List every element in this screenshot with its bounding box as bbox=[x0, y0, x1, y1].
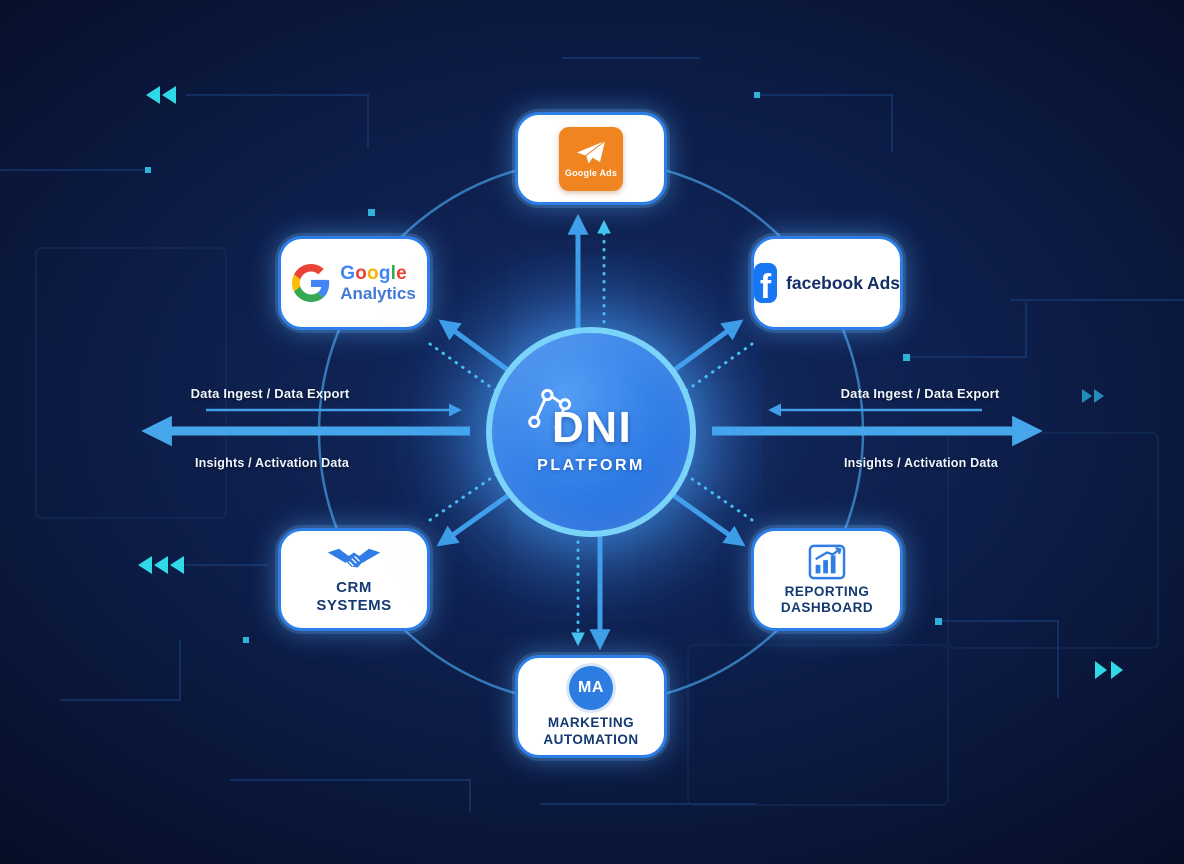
flow-label-left-bottom: Insights / Activation Data bbox=[194, 456, 350, 470]
hub-title: DNI bbox=[552, 403, 633, 452]
dotted-spokes bbox=[428, 219, 754, 647]
google-ads-label: Google Ads bbox=[564, 167, 618, 178]
reporting-line1: REPORTING bbox=[784, 583, 870, 599]
flow-label-left-top: Data Ingest / Data Export bbox=[190, 386, 350, 401]
network-icon bbox=[528, 388, 572, 431]
wordmark-letter: o bbox=[355, 262, 367, 284]
google-wordmark: Google bbox=[340, 263, 416, 284]
node-reporting-dashboard: REPORTING DASHBOARD bbox=[751, 528, 903, 631]
wordmark-letter: e bbox=[396, 262, 407, 284]
dotted-upper-right bbox=[672, 342, 754, 401]
handshake-icon bbox=[327, 548, 381, 568]
wordmark-letter: l bbox=[390, 262, 397, 284]
ma-badge-text: MA bbox=[578, 678, 604, 696]
facebook-f-glyph: f bbox=[759, 267, 772, 303]
bar-chart-icon bbox=[808, 544, 846, 579]
hub-subtitle: PLATFORM bbox=[537, 457, 645, 474]
flow-label-right-top: Data Ingest / Data Export bbox=[840, 386, 1000, 401]
facebook-icon: f bbox=[754, 263, 778, 303]
spoke-lower-left bbox=[436, 487, 518, 547]
dotted-lower-right bbox=[672, 465, 754, 522]
analytics-label: Analytics bbox=[340, 284, 416, 304]
reporting-line2: DASHBOARD bbox=[780, 599, 874, 615]
spoke-upper-left bbox=[438, 319, 518, 379]
wordmark-letter: g bbox=[378, 262, 391, 284]
google-ads-icon: Google Ads bbox=[559, 126, 623, 191]
crm-line2: SYSTEMS bbox=[316, 596, 392, 614]
paper-plane-icon bbox=[577, 140, 606, 164]
wordmark-letter: G bbox=[340, 262, 356, 284]
dni-platform-hub: DNI PLATFORM bbox=[486, 327, 696, 537]
node-google-analytics: Google Analytics bbox=[278, 236, 430, 330]
dotted-upper-left bbox=[428, 342, 510, 401]
marketing-line1: MARKETING bbox=[547, 714, 635, 730]
dotted-lower-left bbox=[428, 465, 510, 522]
marketing-line2: AUTOMATION bbox=[543, 731, 639, 747]
spoke-upper-right bbox=[664, 319, 744, 379]
solid-spokes bbox=[436, 213, 746, 651]
node-google-ads: Google Ads bbox=[515, 112, 667, 205]
facebook-brand: facebook bbox=[786, 272, 863, 293]
facebook-product: Ads bbox=[866, 272, 900, 293]
spoke-lower-right bbox=[664, 487, 746, 547]
ma-badge-icon: MA bbox=[569, 665, 613, 710]
flow-label-right-bottom: Insights / Activation Data bbox=[843, 456, 999, 470]
google-analytics-label: Google Analytics bbox=[340, 263, 416, 303]
crm-line1: CRM bbox=[336, 578, 372, 596]
google-g-icon bbox=[292, 264, 330, 302]
wordmark-letter: o bbox=[367, 262, 379, 284]
node-marketing-automation: MA MARKETING AUTOMATION bbox=[515, 655, 667, 758]
circuit-decorations bbox=[0, 57, 1184, 812]
node-crm-systems: CRM SYSTEMS bbox=[278, 528, 430, 631]
